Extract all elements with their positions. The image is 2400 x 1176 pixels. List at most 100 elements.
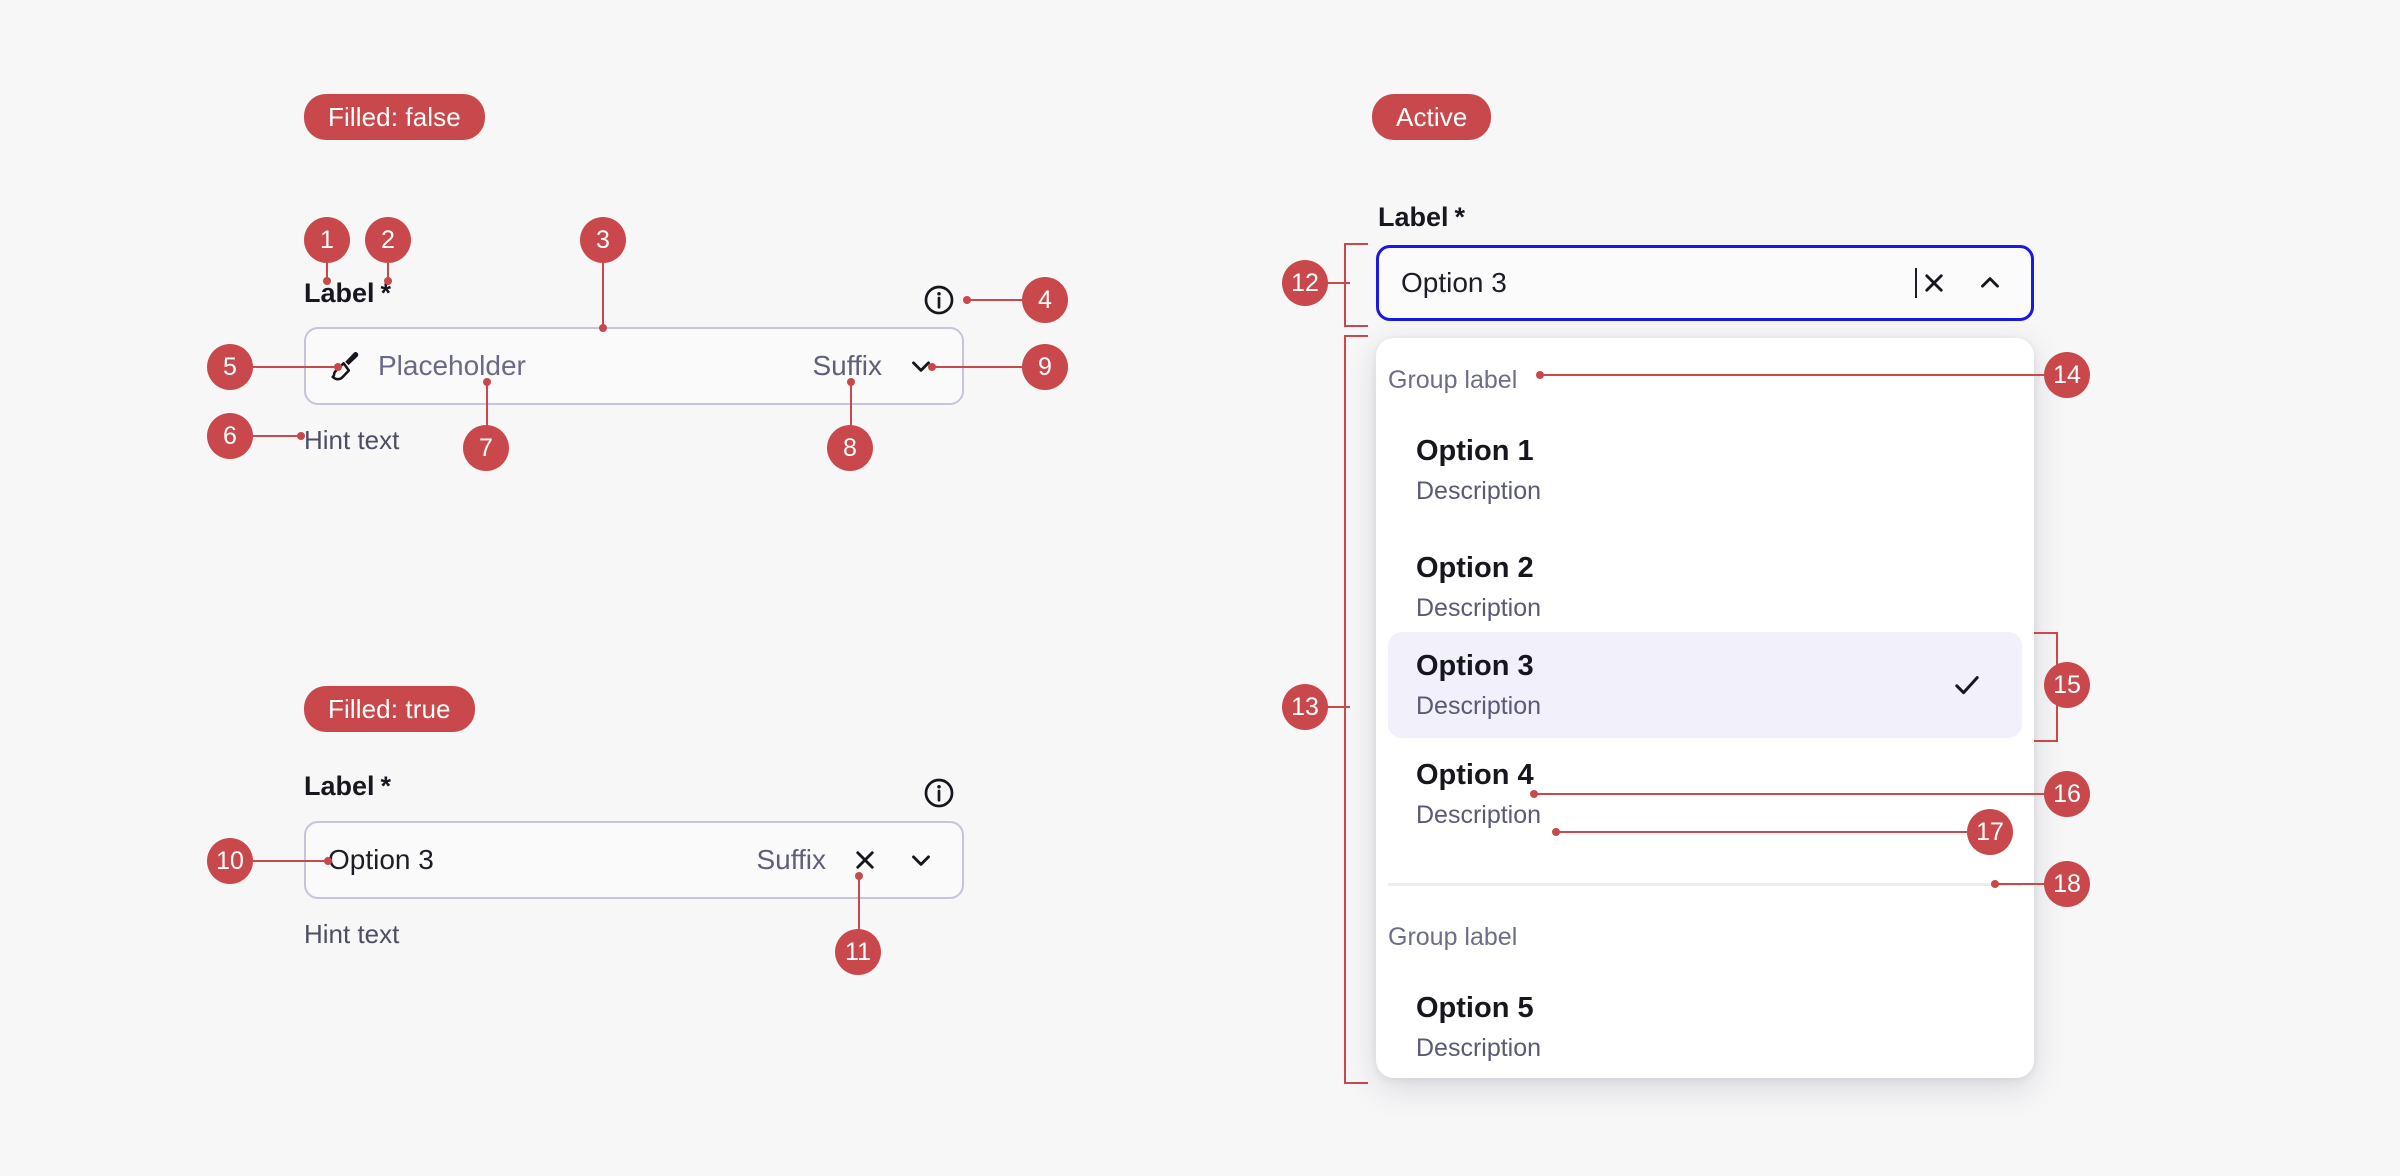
marker-18: 18: [2044, 861, 2090, 907]
selected-option-row[interactable]: Option 3 Description: [1388, 632, 2022, 738]
field-label-filled-true: Label*: [304, 771, 391, 802]
group-label-1: Group label: [1388, 366, 1518, 394]
state-badge-active: Active: [1372, 94, 1492, 140]
marker-8-dot: [847, 378, 855, 386]
marker-3-leader: [602, 263, 604, 328]
state-badge-filled-false: Filled: false: [304, 94, 485, 140]
option-title-1: Option 1: [1416, 435, 1534, 468]
marker-12: 12: [1282, 260, 1328, 306]
marker-10-leader: [253, 860, 328, 862]
suffix-text-filled-true: Suffix: [756, 844, 826, 875]
hint-text-filled-true: Hint text: [304, 919, 400, 949]
info-circle-icon-filled-true[interactable]: [922, 776, 956, 810]
field-label-active: Label*: [1378, 202, 1465, 233]
chevron-up-icon[interactable]: [1973, 266, 2007, 300]
marker-15: 15: [2044, 662, 2090, 708]
marker-5: 5: [207, 344, 253, 390]
option-title-4: Option 4: [1416, 759, 1534, 792]
marker-18-dot: [1991, 880, 1999, 888]
option-row-5[interactable]: Option 5 Description: [1388, 983, 2022, 1071]
marker-18-leader: [1995, 883, 2051, 885]
label-text-filled-true: Label: [304, 771, 375, 801]
select-input-filled-false[interactable]: Placeholder Suffix: [304, 327, 964, 405]
brush-icon: [328, 348, 364, 384]
option-text-4: Option 4 Description: [1416, 757, 1994, 831]
hint-text-filled-false: Hint text: [304, 425, 400, 455]
marker-6-dot: [297, 432, 305, 440]
label-text-active: Label: [1378, 202, 1449, 232]
chevron-down-icon[interactable]: [904, 349, 938, 383]
info-circle-icon[interactable]: [922, 283, 956, 317]
marker-3: 3: [580, 217, 626, 263]
group-label-2: Group label: [1388, 923, 1518, 951]
close-x-icon-active[interactable]: [1917, 266, 1951, 300]
option-description-1: Description: [1416, 476, 1542, 505]
group-divider: [1388, 883, 2022, 886]
label-text: Label: [304, 278, 375, 308]
marker-5-leader: [253, 366, 338, 368]
marker-1-leader: [326, 263, 328, 280]
marker-1: 1: [304, 217, 350, 263]
option-description-2: Description: [1416, 593, 1542, 622]
chevron-down-icon-filled-true[interactable]: [904, 843, 938, 877]
selected-value-text: Option 3: [328, 844, 434, 875]
dropdown-panel: Group label Option 1 Description Option …: [1376, 338, 2034, 1078]
marker-16-leader: [1534, 793, 2050, 795]
marker-4-leader: [966, 299, 1024, 301]
close-x-icon[interactable]: [848, 843, 882, 877]
marker-2-leader: [387, 263, 389, 280]
marker-13-bracket: [1344, 335, 1368, 1084]
option-text-5: Option 5 Description: [1416, 990, 1994, 1064]
marker-4-dot: [963, 296, 971, 304]
option-title-5: Option 5: [1416, 992, 1534, 1025]
marker-14-leader: [1540, 374, 2050, 376]
marker-7-leader: [486, 381, 488, 427]
option-description-5: Description: [1416, 1033, 1542, 1062]
marker-5-dot: [334, 363, 342, 371]
required-asterisk-active: *: [1454, 202, 1466, 232]
marker-11-dot: [855, 872, 863, 880]
option-text-1: Option 1 Description: [1416, 433, 1994, 507]
marker-17-dot: [1552, 828, 1560, 836]
option-row-2[interactable]: Option 2 Description: [1388, 543, 2022, 631]
marker-14: 14: [2044, 352, 2090, 398]
marker-13-leader: [1328, 706, 1350, 708]
marker-8: 8: [827, 425, 873, 471]
marker-12-leader: [1328, 282, 1350, 284]
option-row-4[interactable]: Option 4 Description: [1388, 750, 2022, 838]
option-text-2: Option 2 Description: [1416, 550, 1994, 624]
marker-12-bracket: [1344, 243, 1368, 327]
active-input-field[interactable]: Option 3: [1376, 245, 2034, 321]
marker-2: 2: [365, 217, 411, 263]
marker-8-leader: [850, 381, 852, 427]
marker-17: 17: [1967, 809, 2013, 855]
marker-1-dot: [323, 277, 331, 285]
marker-10-dot: [324, 857, 332, 865]
suffix-text: Suffix: [812, 350, 882, 381]
option-row-1[interactable]: Option 1 Description: [1388, 426, 2022, 514]
select-input-filled-true[interactable]: Option 3 Suffix: [304, 821, 964, 899]
marker-16: 16: [2044, 771, 2090, 817]
marker-9-leader: [932, 366, 1024, 368]
marker-17-leader: [1556, 831, 1976, 833]
state-badge-filled-true: Filled: true: [304, 686, 475, 732]
option-description-4: Description: [1416, 800, 1542, 829]
option-description-3: Description: [1416, 691, 1542, 720]
marker-13: 13: [1282, 684, 1328, 730]
marker-11: 11: [835, 929, 881, 975]
required-asterisk: *: [380, 278, 392, 308]
marker-16-dot: [1530, 790, 1538, 798]
marker-2-dot: [384, 277, 392, 285]
marker-9: 9: [1022, 344, 1068, 390]
marker-4: 4: [1022, 277, 1068, 323]
required-asterisk-filled-true: *: [380, 771, 392, 801]
marker-9-dot: [928, 363, 936, 371]
field-label-filled-false: Label*: [304, 278, 391, 309]
option-title-2: Option 2: [1416, 552, 1534, 585]
marker-3-dot: [599, 324, 607, 332]
marker-6: 6: [207, 413, 253, 459]
placeholder-text: Placeholder: [378, 350, 526, 381]
active-value-text: Option 3: [1401, 267, 1507, 298]
text-caret: [1915, 268, 1917, 298]
